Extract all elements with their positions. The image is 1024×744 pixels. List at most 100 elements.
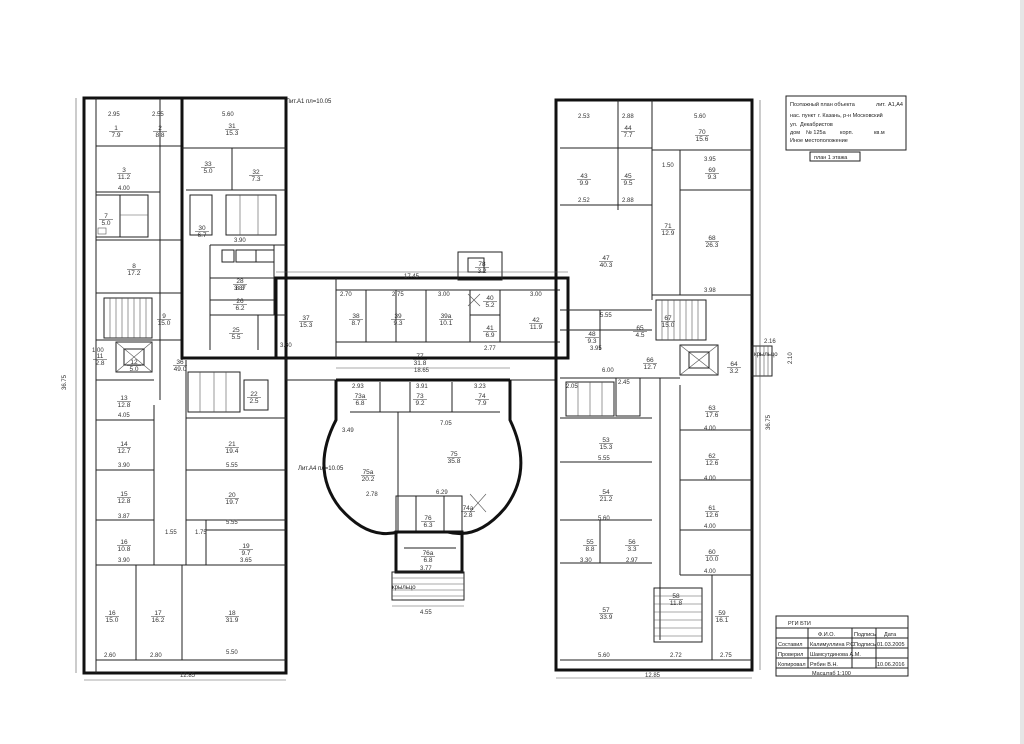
porch-label-right: крыльцо — [754, 352, 778, 358]
room-area: 35.8 — [448, 458, 461, 465]
room-number: 56 — [628, 539, 636, 546]
dim: 2.53 — [578, 114, 590, 120]
room-number: 30 — [198, 225, 206, 232]
dim: 5.55 — [226, 463, 238, 469]
dim: 1.00 — [92, 348, 104, 354]
dim: 3.77 — [420, 566, 432, 572]
room-area: 12.7 — [644, 364, 657, 371]
title: Поэтажный план объекта — [790, 101, 856, 108]
left-wing — [82, 96, 288, 675]
dim: 5.50 — [226, 650, 238, 656]
room-area: 9.3 — [393, 320, 402, 327]
room-area: 6.8 — [423, 557, 432, 564]
dim: 2.77 — [484, 346, 496, 352]
dim: 3.49 — [342, 428, 354, 434]
room-area: 15.0 — [106, 617, 119, 624]
room-number: 77 — [416, 353, 424, 360]
dim: 2.78 — [366, 492, 378, 498]
room-area: 12.6 — [706, 512, 719, 519]
dim: 2.60 — [104, 653, 116, 659]
room-number: 45 — [624, 173, 632, 180]
dim-width-right: 12.85 — [645, 673, 661, 679]
room-area: 2.8 — [463, 512, 472, 519]
other-label: Иное местоположение — [790, 138, 848, 144]
stamp-name: Рябин В.Н. — [810, 662, 838, 668]
room-number: 76 — [424, 515, 432, 522]
dim: 6.00 — [602, 368, 614, 374]
room-area: 17.6 — [706, 412, 719, 419]
dimension-text: 12.85 12.85 36.75 36.75 17.45 18.65 4.55… — [62, 112, 794, 679]
stamp-col-sign: Подпись — [854, 632, 876, 638]
room-number: 58 — [672, 593, 680, 600]
room-number: 73 — [416, 393, 424, 400]
dim: 5.60 — [598, 516, 610, 522]
city-label: нас. пункт — [790, 113, 816, 119]
room-number: 70 — [698, 129, 706, 136]
dim: 5.55 — [598, 456, 610, 462]
room-area: 15.0 — [662, 322, 675, 329]
room-area: 17.2 — [128, 270, 141, 277]
room-area: 6.2 — [235, 305, 244, 312]
room-number: 65 — [636, 325, 644, 332]
room-area: 7.7 — [623, 132, 632, 139]
room-area: 15.6 — [696, 136, 709, 143]
room-area: 7.3 — [251, 176, 260, 183]
floor-label: план 1 этажа — [814, 155, 848, 161]
dim-corridor-mid: 18.65 — [414, 368, 430, 374]
room-number: 37 — [302, 315, 310, 322]
dim-corridor-top: 17.45 — [404, 274, 420, 280]
room-number: 74а — [463, 505, 474, 512]
room-number: 75 — [450, 451, 458, 458]
dim: 1.75 — [195, 530, 207, 536]
room-number: 12 — [130, 359, 138, 366]
room-area: 5.5 — [231, 334, 240, 341]
stamp-col-fio: Ф.И.О. — [818, 632, 835, 638]
room-number: 25 — [232, 327, 240, 334]
lit-label: лит. — [876, 102, 886, 108]
room-area: 49.0 — [174, 366, 187, 373]
room-number: 54 — [602, 489, 610, 496]
room-area: 5.0 — [203, 168, 212, 175]
dim-porch-width: 4.55 — [420, 610, 432, 616]
room-number: 60 — [708, 549, 716, 556]
stamp-name: Шамсутдинова А.М. — [810, 652, 861, 658]
room-area: 6.3 — [423, 522, 432, 529]
room-area: 8.3 — [235, 285, 244, 292]
dim-height-left: 36.75 — [62, 374, 68, 390]
street: Декабристов — [800, 122, 833, 128]
stamp-name: Калимуллина Р.С. — [810, 642, 856, 648]
room-number: 42 — [532, 317, 540, 324]
room-number: 21 — [228, 441, 236, 448]
dim: 2.88 — [622, 198, 634, 204]
dim: 3.87 — [118, 514, 130, 520]
room-number: 13 — [120, 395, 128, 402]
dim: 5.60 — [222, 112, 234, 118]
dim: 4.00 — [704, 476, 716, 482]
dim: 2.70 — [340, 292, 352, 298]
room-area: 3.2 — [729, 368, 738, 375]
dim-porch-right-2: 2.10 — [788, 352, 794, 364]
room-number: 73а — [355, 393, 366, 400]
porch-label: крыльцо — [392, 585, 416, 591]
room-area: 40.3 — [600, 262, 613, 269]
dim: 4.00 — [704, 569, 716, 575]
room-area: 19.7 — [226, 499, 239, 506]
dim: 5.60 — [694, 114, 706, 120]
room-area: 16.1 — [716, 617, 729, 624]
room-number: 63 — [708, 405, 716, 412]
room-number: 75а — [363, 469, 374, 476]
room-number: 71 — [664, 223, 672, 230]
dim: 2.05 — [566, 384, 578, 390]
room-number: 1 — [114, 125, 118, 132]
room-number: 39 — [394, 313, 402, 320]
dim: 2.97 — [626, 558, 638, 564]
room-number: 28 — [236, 278, 244, 285]
dim: 4.05 — [118, 413, 130, 419]
dim: 5.55 — [226, 520, 238, 526]
dim: 3.95 — [704, 157, 716, 163]
room-number: 33 — [204, 161, 212, 168]
room-number: 2 — [158, 125, 162, 132]
room-number: 22 — [250, 391, 258, 398]
house: № 125а — [806, 130, 827, 136]
